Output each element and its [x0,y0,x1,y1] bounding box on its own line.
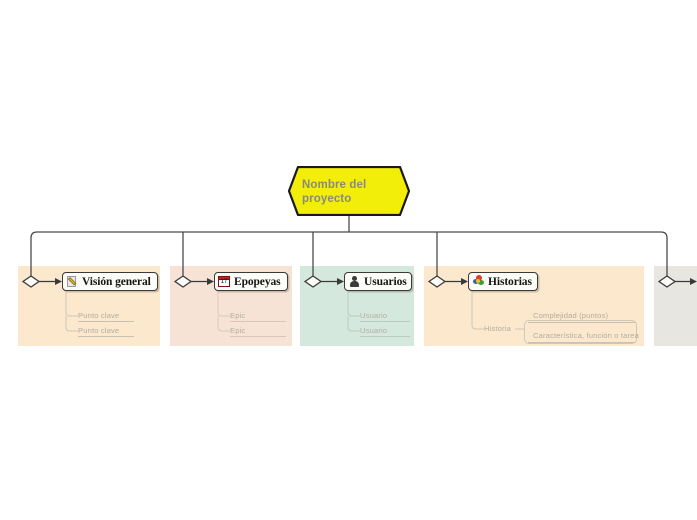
node-vision-general[interactable]: Visión general [62,272,158,291]
subitem-epopeyas-1[interactable]: Epic [230,311,246,320]
subitem-usuarios-1[interactable]: Usuario [360,311,388,320]
subitem-underline-complejidad [528,322,635,323]
subitem-vision-2[interactable]: Punto clave [78,326,120,335]
subitem-historias-grandchild-box [524,320,637,344]
subitem-underline-epopeyas-1 [230,321,286,322]
calendar-icon-day: 17 [220,279,228,285]
subitem-historias-complejidad[interactable]: Complejidad (puntos) [533,311,609,320]
group-panel-branch-5 [654,266,697,346]
subitem-underline-epopeyas-2 [230,336,286,337]
node-label-epopeyas: Epopeyas [234,275,281,288]
node-usuarios[interactable]: Usuarios [344,272,412,291]
node-historias[interactable]: Historias [468,272,538,291]
node-label-usuarios: Usuarios [364,275,407,288]
root-node[interactable]: Nombre del proyecto [288,166,410,216]
node-label-historias: Historias [488,275,532,288]
subitem-historias-1[interactable]: Historia [484,324,511,333]
root-node-label: Nombre del proyecto [302,178,398,206]
root-label-line-2: proyecto [302,193,352,205]
subitem-historias-caracteristica[interactable]: Característica, función o tarea [533,331,639,340]
node-epopeyas[interactable]: 17 Epopeyas [214,272,288,291]
root-label-line-1: Nombre del [302,179,367,191]
subitem-vision-1[interactable]: Punto clave [78,311,120,320]
subitem-underline-usuarios-1 [360,321,410,322]
subitem-underline-vision-1 [78,321,134,322]
note-pencil-icon [66,275,79,288]
user-icon [348,275,361,288]
subitem-underline-vision-2 [78,336,134,337]
flower-icon [472,275,485,288]
subitem-usuarios-2[interactable]: Usuario [360,326,388,335]
subitem-underline-caracteristica [528,342,635,343]
calendar-icon: 17 [218,275,231,288]
root-node-shape [288,166,410,216]
subitem-underline-usuarios-2 [360,336,410,337]
subitem-epopeyas-2[interactable]: Epic [230,326,246,335]
node-label-vision-general: Visión general [82,275,151,288]
